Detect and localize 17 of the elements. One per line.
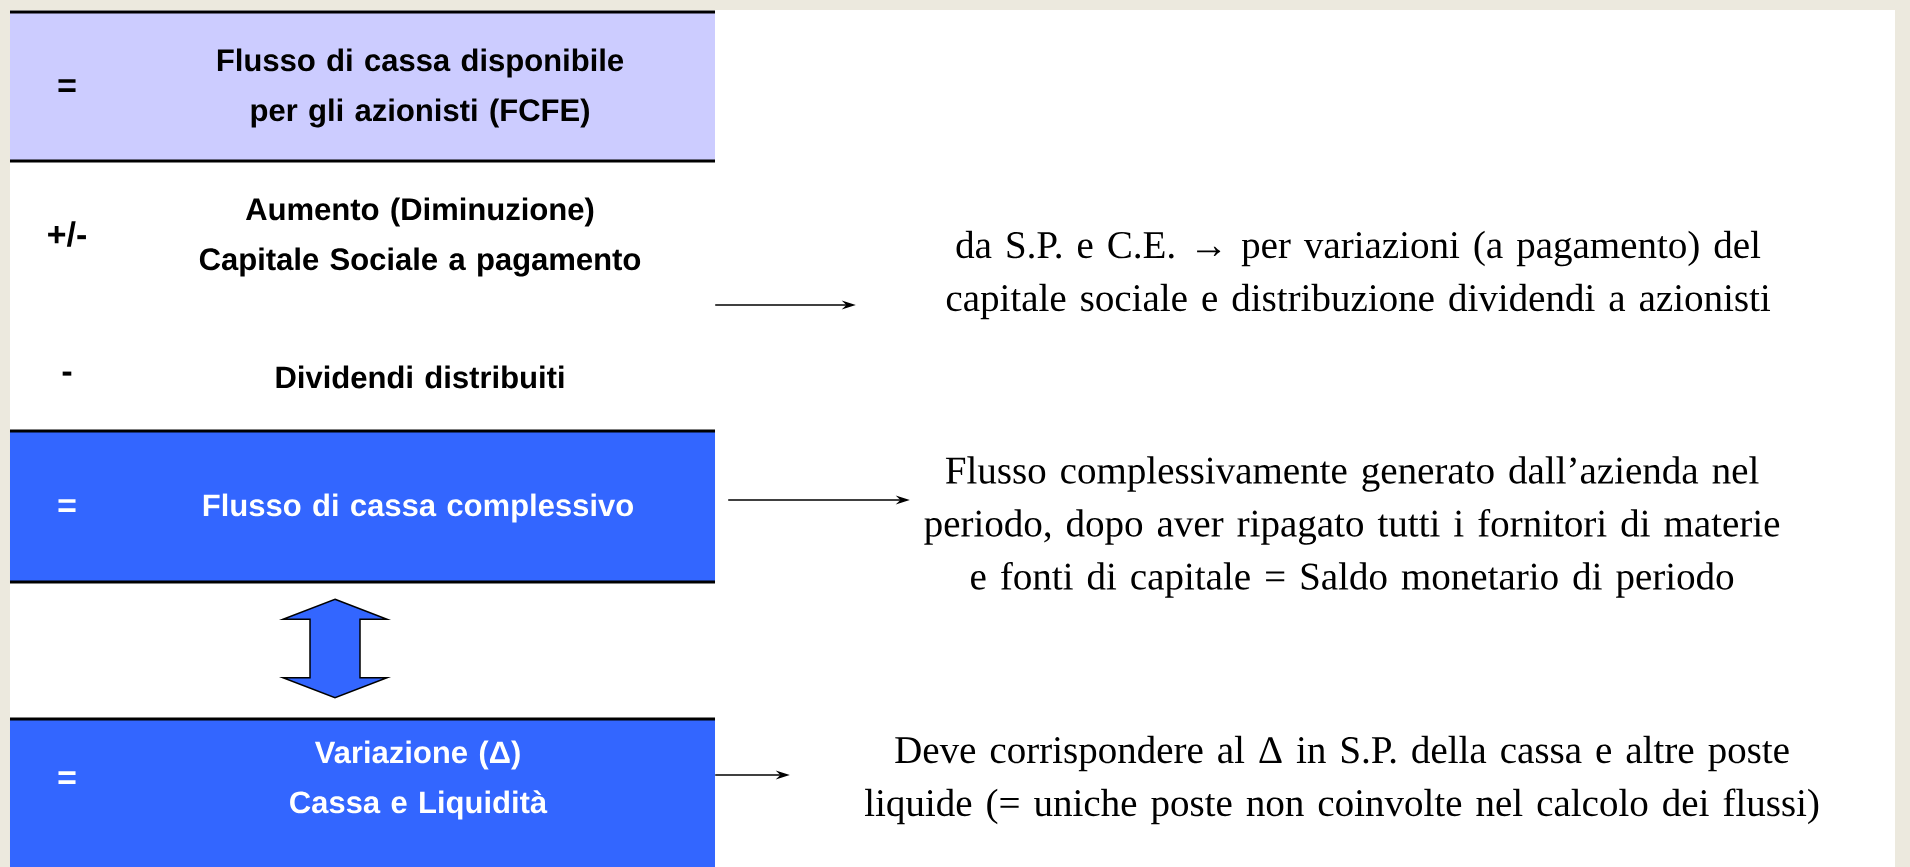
row-label: Aumento (Diminuzione) Capitale Sociale a pagamento [199,197,641,277]
note-text: Deve corrispondere al Δ in S.P. della cassa e altre poste liquide (= uniche poste non coinvolte nel calcolo dei flussi) [865,735,1819,825]
row-label: Flusso di cassa complessivo [203,493,633,523]
operator-sign: +/- [48,221,86,247]
row-label: Flusso di cassa disponibile per gli azionisti (FCFE) [217,48,624,128]
operator-sign: = [58,79,76,92]
row-band [10,717,715,867]
operator-sign: = [58,499,76,512]
row-band [10,429,715,584]
note-text: Flusso complessivamente generato dall’azienda nel periodo, dopo aver ripagato tutti i fornitori di materie e fonti di capitale = Saldo monetario di periodo [924,456,1780,598]
operator-sign: - [62,371,72,376]
operator-sign: = [58,771,76,784]
row-label: Variazione (Δ) Cassa e Liquidità [290,740,548,820]
note-text: da S.P. e C.E. → per variazioni (a pagamento) del capitale sociale e distribuzione dividendi a azionisti [946,230,1770,320]
row-band [10,10,715,163]
row-label: Dividendi distribuiti [276,365,564,389]
double-arrow [278,598,392,699]
